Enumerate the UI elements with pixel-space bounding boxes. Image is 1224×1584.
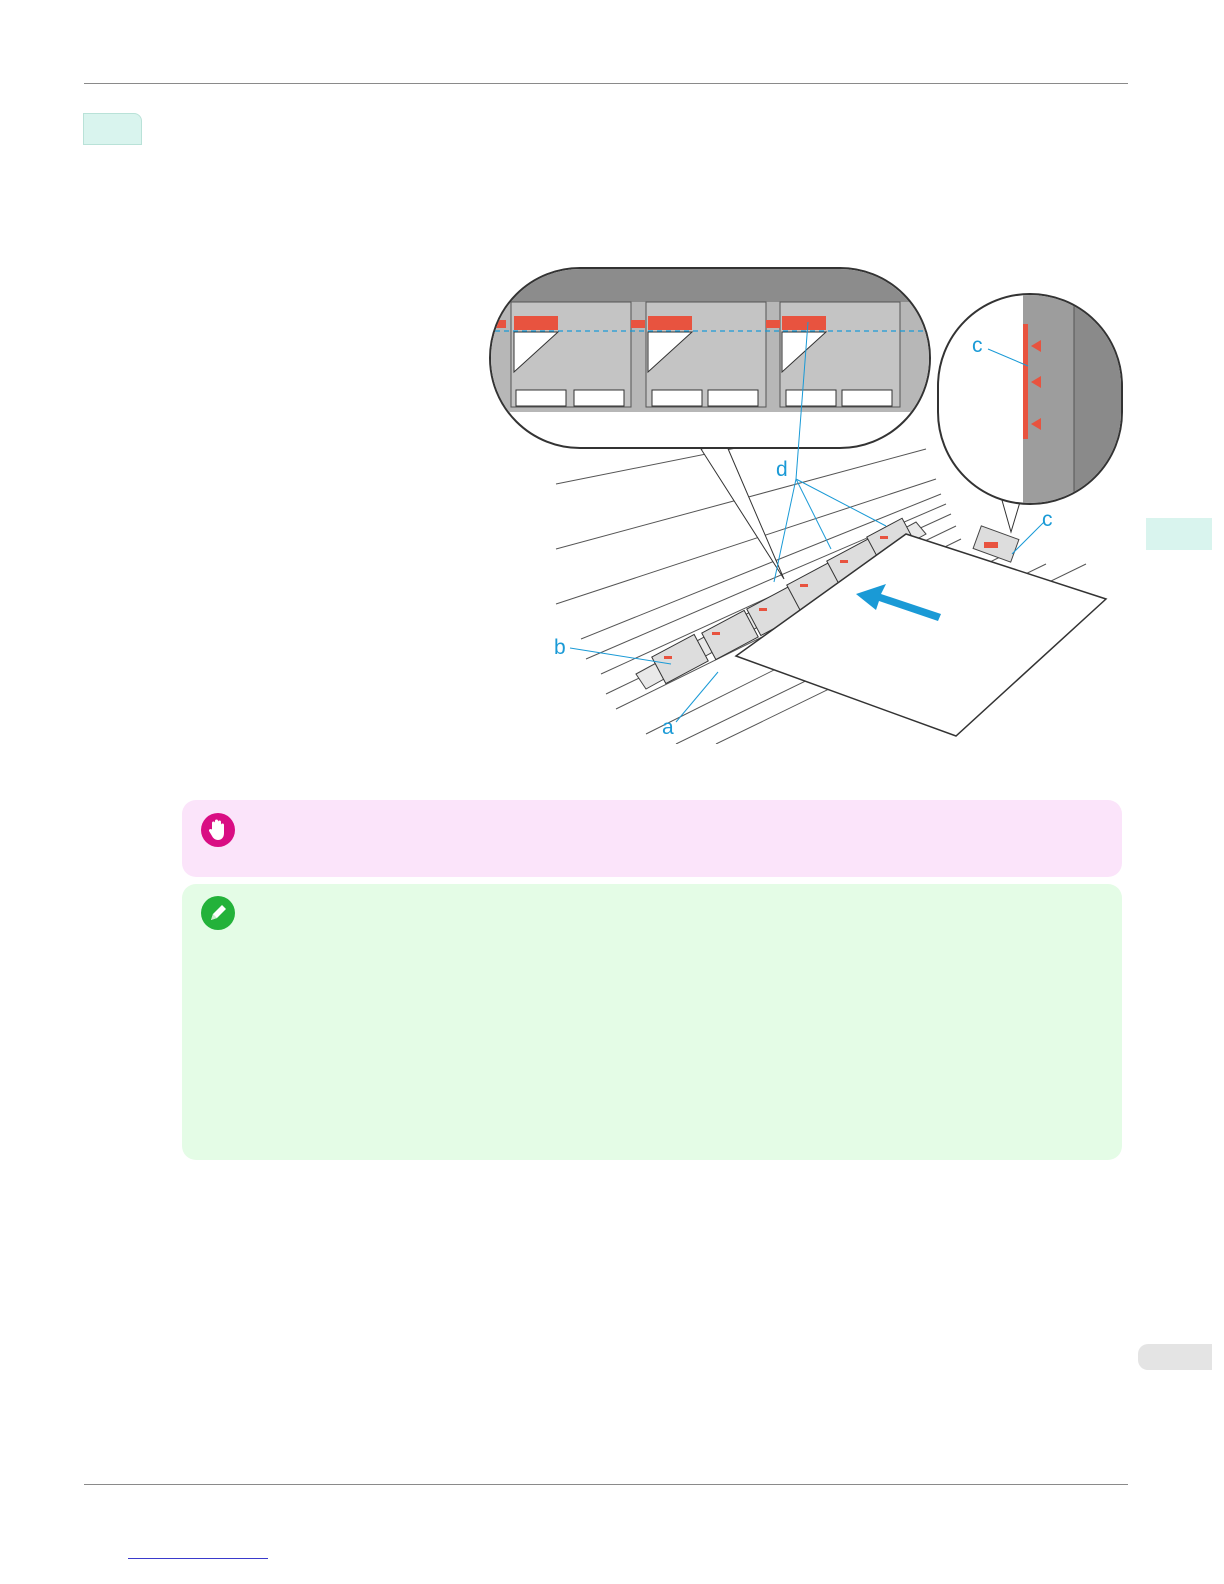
footer-rule xyxy=(84,1484,1128,1485)
hand-stop-icon xyxy=(201,813,235,847)
important-callout xyxy=(182,800,1122,877)
label-a: a xyxy=(662,716,674,739)
label-c-main: c xyxy=(1042,508,1053,531)
page-number-tab xyxy=(1138,1344,1212,1370)
zoom-bubble-sensors xyxy=(486,264,936,579)
paper-loading-illustration: d c c b a xyxy=(486,264,1126,744)
note-callout xyxy=(182,884,1122,1160)
step-number-badge xyxy=(83,113,142,145)
paper-sheet xyxy=(736,534,1106,736)
zoom-bubble-edge-marker xyxy=(938,294,1126,532)
chapter-side-tab[interactable] xyxy=(1146,518,1212,550)
footer-link-underline[interactable] xyxy=(128,1558,268,1559)
header-rule xyxy=(84,83,1128,84)
pencil-icon xyxy=(201,896,235,930)
label-b: b xyxy=(554,636,566,659)
label-d: d xyxy=(776,458,788,481)
label-c-zoom: c xyxy=(972,334,983,357)
